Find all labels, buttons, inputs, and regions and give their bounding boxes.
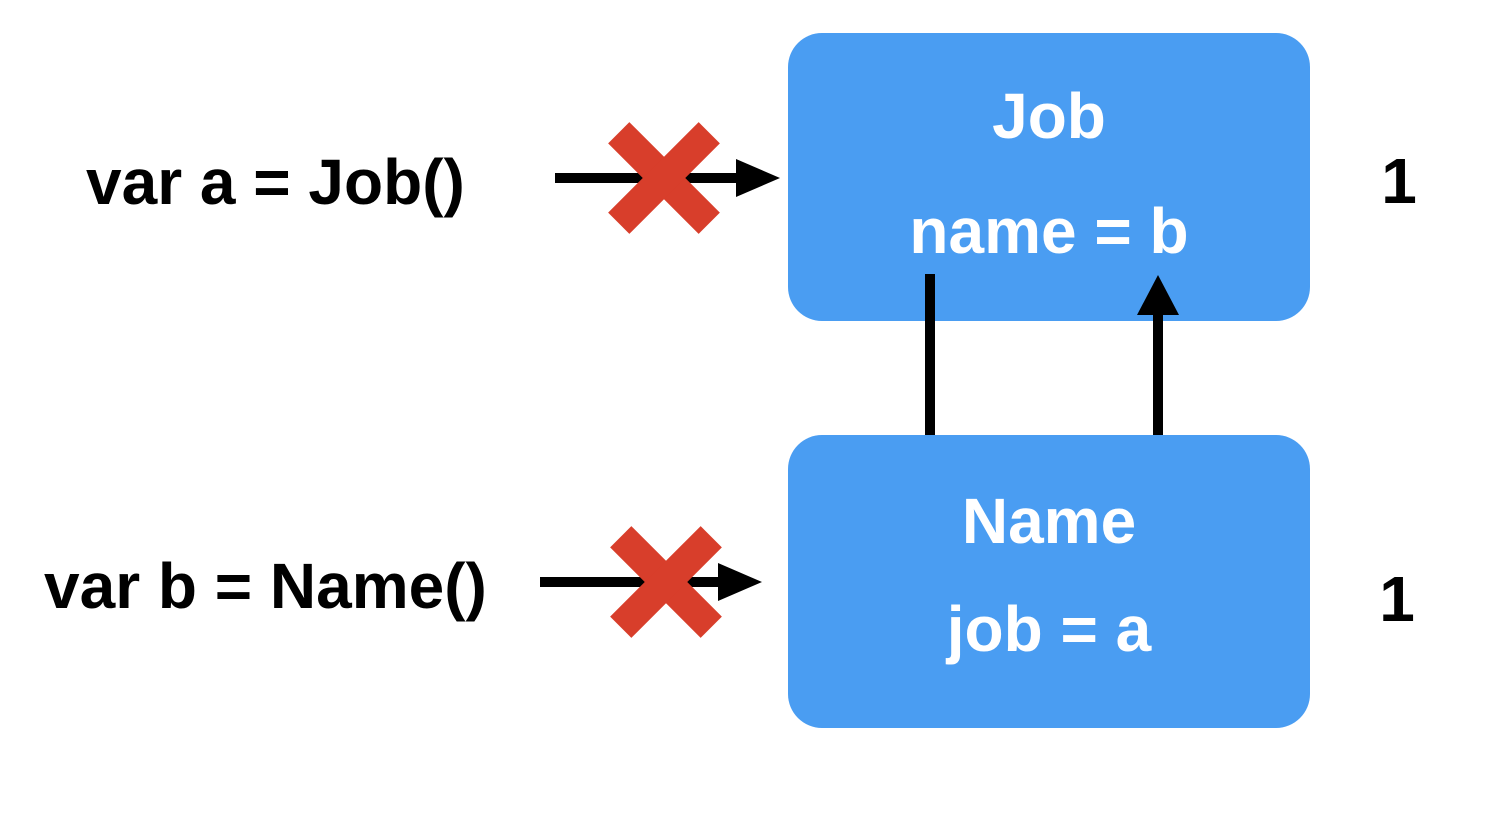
red-x-icon	[599, 113, 729, 243]
code-label-var-b: var b = Name()	[44, 550, 487, 622]
job-box-property: name = b	[909, 195, 1189, 267]
arrow-shaft	[925, 274, 935, 454]
code-label-var-a: var a = Job()	[86, 146, 465, 218]
name-ref-count: 1	[1379, 563, 1415, 635]
arrow-head-up-icon	[1137, 275, 1179, 315]
arrow-head-right-icon	[718, 563, 762, 601]
name-box-property: job = a	[946, 593, 1152, 665]
arrow-shaft	[540, 577, 720, 587]
job-box-title: Job	[992, 80, 1106, 152]
job-ref-count: 1	[1381, 145, 1417, 217]
arrow-shaft	[1153, 313, 1163, 493]
arrow-head-right-icon	[736, 159, 780, 197]
name-object-box: Name job = a	[788, 435, 1310, 728]
name-box-title: Name	[961, 485, 1137, 557]
job-object-box: Job name = b	[788, 33, 1310, 321]
red-x-icon	[601, 517, 731, 647]
